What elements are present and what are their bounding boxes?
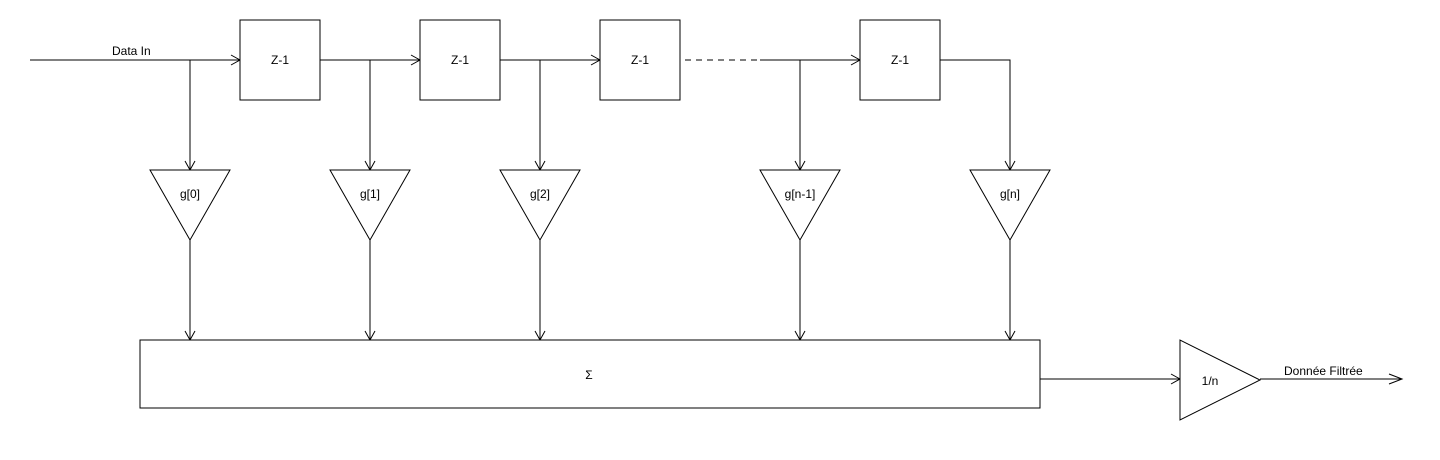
delay-label-2: Z-1: [451, 53, 469, 67]
delay-block-3: [599, 19, 681, 101]
delay-label-1: Z-1: [271, 53, 289, 67]
gain-label-5: g[n]: [1000, 187, 1020, 201]
gain-label-4: g[n-1]: [785, 187, 816, 201]
delay-label-3: Z-1: [631, 53, 649, 67]
normalizer-triangle: [1179, 339, 1262, 421]
delay-block-2: [419, 19, 501, 101]
gain-label-2: g[1]: [360, 187, 380, 201]
gain-triangle-3: [499, 169, 581, 242]
gain-triangle-1: [149, 169, 231, 242]
input-label: Data In: [112, 44, 151, 58]
delay-label-4: Z-1: [891, 53, 909, 67]
delay-block-1: [239, 19, 321, 101]
summer-label: Σ: [585, 368, 592, 382]
arrowhead: [1388, 373, 1404, 385]
gain-triangle-4: [759, 169, 841, 242]
gain-label-3: g[2]: [530, 187, 550, 201]
output-label: Donnée Filtrée: [1284, 364, 1363, 378]
gain-label-1: g[0]: [180, 187, 200, 201]
gain-triangle-2: [329, 169, 411, 242]
normalizer-label: 1/n: [1202, 374, 1219, 388]
tap-line-5: [940, 59, 1011, 170]
summer-block: [139, 339, 1041, 409]
delay-block-4: [859, 19, 941, 101]
gain-triangle-5: [969, 169, 1051, 242]
